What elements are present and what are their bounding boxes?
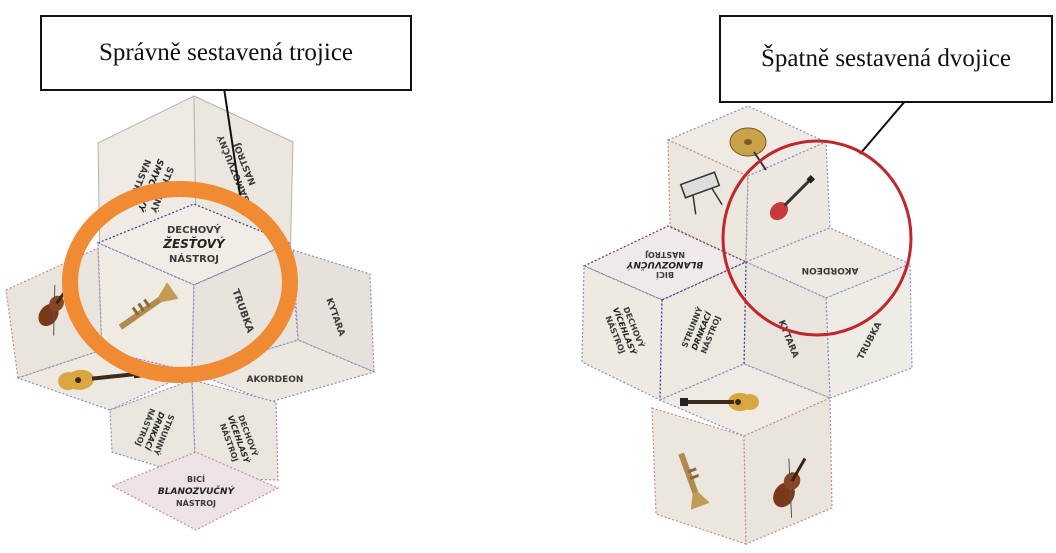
svg-text:ŽESŤOVÝ: ŽESŤOVÝ: [162, 236, 226, 251]
svg-text:BICÍ: BICÍ: [656, 270, 674, 281]
cube-top-face-text: DECHOVÝ ŽESŤOVÝ NÁSTROJ: [162, 223, 226, 265]
orange-highlight-ring: [62, 181, 298, 383]
cube-top-face: [96, 203, 292, 286]
hex-face-kytara: [292, 249, 375, 373]
svg-text:BLANOZVUČNÝ: BLANOZVUČNÝ: [158, 485, 236, 497]
right-callout-box: Špatně sestavená dvojice: [719, 15, 1053, 103]
hex-face-bici-right: [582, 225, 748, 301]
hex-face-vicehlasy: [191, 379, 279, 481]
svg-text:BICÍ: BICÍ: [187, 473, 205, 484]
right-puzzle: AKORDEON KYTARA TRUBKA BICÍ BLANOZVUČNÝ …: [581, 99, 913, 545]
guitar-icon-right: [680, 393, 759, 411]
snare-drum-icon: [679, 171, 723, 215]
svg-text:NÁSTROJ: NÁSTROJ: [176, 497, 216, 508]
cymbal-icon: [729, 127, 767, 171]
violin-icon-right: [773, 457, 807, 518]
right-bici-text: BICÍ BLANOZVUČNÝ NÁSTROJ: [625, 250, 703, 281]
left-akordeon-label: AKORDEON: [247, 375, 304, 385]
left-bici-text: BICÍ BLANOZVUČNÝ NÁSTROJ: [158, 473, 236, 508]
red-highlight-ring: [721, 139, 913, 337]
svg-text:DECHOVÝ: DECHOVÝ: [167, 223, 222, 236]
trumpet-icon-right: [678, 452, 710, 510]
right-akordeon-label: AKORDEON: [802, 265, 859, 275]
electric-guitar-icon: [769, 175, 815, 221]
svg-text:NÁSTROJ: NÁSTROJ: [645, 250, 685, 261]
svg-text:BLANOZVUČNÝ: BLANOZVUČNÝ: [625, 259, 703, 271]
left-callout-text: Správně sestavená trojice: [98, 39, 354, 66]
hex-face-violin-right: [743, 397, 833, 545]
right-callout-text: Špatně sestavená dvojice: [761, 45, 1011, 72]
hex-face-akordeon-right: [744, 227, 912, 299]
svg-text:NÁSTROJ: NÁSTROJ: [169, 252, 219, 265]
left-callout-pointer: [223, 87, 244, 216]
left-callout-box: Správně sestavená trojice: [40, 15, 412, 91]
trumpet-icon: [118, 282, 179, 330]
right-callout-pointer: [859, 99, 907, 155]
hex-face-strunny-right: [659, 261, 747, 401]
left-puzzle: STRUNNÝ SMYČCOVÝ NÁSTROJ SAMOZVUČNÝ NÁST…: [5, 87, 376, 531]
hex-face-bici: [110, 451, 280, 531]
